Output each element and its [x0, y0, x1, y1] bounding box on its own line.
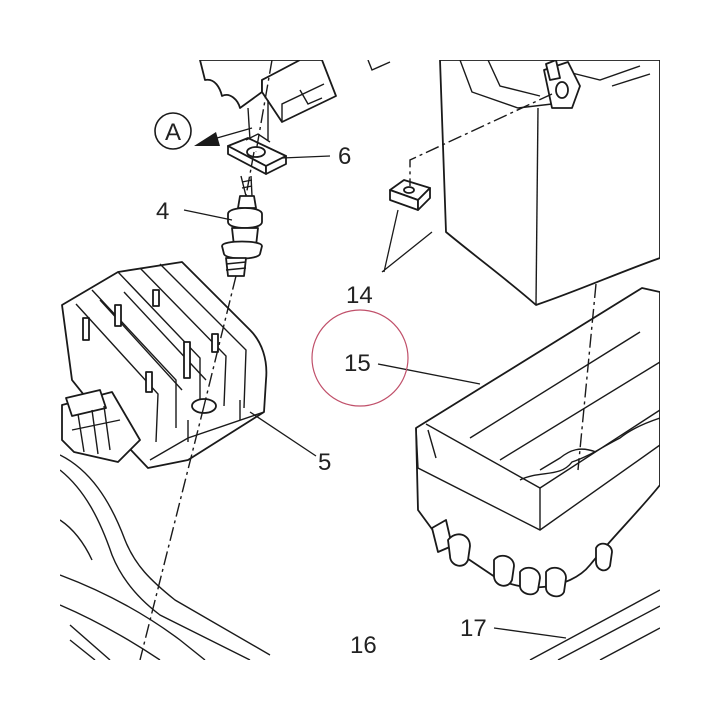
view-marker-a: A: [154, 112, 192, 150]
regulator-part-5: [61, 261, 268, 469]
callout-6: 6: [338, 143, 351, 170]
nut-part-14: [389, 179, 431, 211]
callout-4: 4: [156, 198, 169, 225]
direction-arrow-a: [194, 127, 253, 146]
callout-17: 17: [460, 615, 487, 642]
bolt-part-4: [221, 175, 263, 277]
frame-tray: [60, 454, 271, 660]
leader-lines: [183, 155, 567, 639]
center-lines: [139, 60, 597, 660]
callout-15: 15: [344, 350, 371, 377]
upper-bracket: [199, 60, 391, 141]
view-marker-a-label: A: [165, 119, 181, 146]
callout-5: 5: [318, 449, 331, 476]
battery-case-part-15: [415, 287, 660, 598]
callout-16: 16: [350, 632, 377, 659]
callout-14: 14: [346, 282, 373, 309]
clip-nut-part-6: [227, 133, 287, 175]
battery: [439, 60, 660, 306]
plate-part-17: [529, 589, 660, 660]
highlight-circle: [311, 309, 409, 407]
